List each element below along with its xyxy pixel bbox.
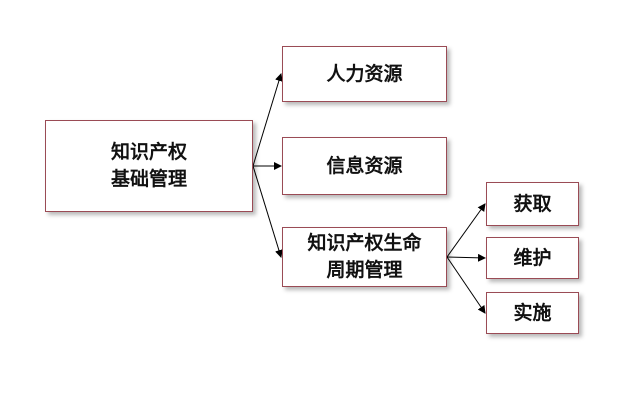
implement-label: 实施 [513, 301, 552, 324]
connector-root-to-life [252, 165, 283, 258]
node-lifecycle-management: 知识产权生命 周期管理 [282, 227, 447, 287]
connector-root-to-hr [252, 73, 283, 167]
maintain-label: 维护 [513, 246, 552, 269]
root-label-line2: 基础管理 [110, 168, 187, 190]
node-information-resources: 信息资源 [282, 137, 447, 195]
connector-life-to-maintain [446, 253, 486, 262]
lifecycle-label-line1: 知识产权生命 [307, 232, 422, 254]
node-implement: 实施 [486, 292, 579, 334]
connector-life-to-implement [446, 256, 486, 314]
acquire-label: 获取 [513, 192, 552, 215]
node-human-resources: 人力资源 [282, 46, 447, 102]
information-resources-label: 信息资源 [326, 154, 403, 177]
node-acquire: 获取 [486, 182, 579, 226]
node-maintain: 维护 [486, 237, 579, 279]
lifecycle-label-line2: 周期管理 [326, 259, 403, 281]
connector-life-to-acquire [446, 203, 486, 258]
human-resources-label: 人力资源 [326, 62, 403, 85]
root-label-line1: 知识产权 [110, 141, 187, 163]
root-node: 知识产权 基础管理 [45, 120, 253, 212]
